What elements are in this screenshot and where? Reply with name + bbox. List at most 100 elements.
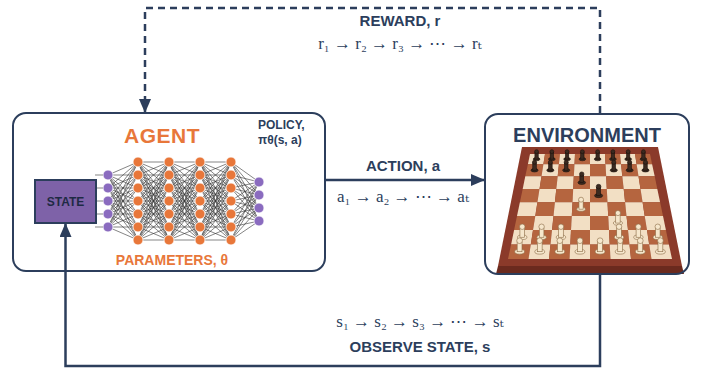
board-square bbox=[523, 176, 542, 189]
neuron bbox=[226, 209, 236, 219]
chess-piece bbox=[617, 238, 623, 244]
neuron bbox=[103, 222, 113, 232]
neuron bbox=[195, 170, 205, 180]
network-link bbox=[169, 162, 200, 227]
neuron bbox=[195, 196, 205, 206]
chess-piece bbox=[537, 238, 543, 244]
chess-piece bbox=[548, 160, 552, 164]
board-square bbox=[625, 202, 645, 216]
network-link bbox=[169, 175, 200, 240]
board-square bbox=[520, 189, 540, 202]
environment-box: ENVIRONMENT bbox=[484, 113, 690, 275]
board-square bbox=[573, 189, 591, 202]
board-square bbox=[574, 164, 590, 176]
flow-arrow bbox=[66, 224, 601, 366]
chess-piece bbox=[596, 184, 601, 189]
board-square bbox=[590, 202, 608, 216]
neuron bbox=[164, 157, 174, 167]
agent-title: AGENT bbox=[124, 124, 200, 148]
neuron bbox=[195, 222, 205, 232]
neuron bbox=[254, 177, 264, 187]
board-edge bbox=[496, 266, 684, 274]
board-square bbox=[514, 216, 535, 230]
board-square bbox=[556, 176, 574, 189]
chess-piece bbox=[517, 238, 523, 244]
board-square bbox=[517, 202, 537, 216]
network-links bbox=[108, 162, 259, 240]
chess-piece bbox=[577, 238, 583, 244]
chess-piece bbox=[535, 150, 539, 154]
network-link bbox=[169, 175, 200, 240]
board-square bbox=[607, 189, 625, 202]
state-box: STATE bbox=[34, 179, 97, 224]
chess-piece bbox=[520, 224, 525, 229]
sequence-label: s₁ → s₂ → s₃ → ⋯ → sₜ bbox=[333, 311, 506, 332]
network-link bbox=[138, 175, 169, 240]
neuron bbox=[133, 196, 143, 206]
chess-piece bbox=[643, 160, 647, 164]
network-link bbox=[108, 162, 138, 227]
edge-label: ACTION, a bbox=[363, 157, 443, 174]
network-link bbox=[200, 162, 231, 227]
chess-piece bbox=[658, 238, 664, 244]
neuron bbox=[164, 196, 174, 206]
board-square bbox=[624, 189, 643, 202]
board-square bbox=[590, 176, 607, 189]
network-link bbox=[200, 201, 231, 240]
board-square bbox=[571, 216, 590, 230]
neuron bbox=[164, 235, 174, 245]
neuron bbox=[133, 235, 143, 245]
network-link bbox=[138, 175, 169, 240]
neuron bbox=[164, 222, 174, 232]
input-link bbox=[95, 175, 103, 176]
chess-piece bbox=[637, 238, 643, 244]
neuron bbox=[103, 170, 113, 180]
environment-title: ENVIRONMENT bbox=[513, 124, 661, 147]
policy-label: POLICY, πθ(s, a) bbox=[258, 118, 320, 148]
board-square bbox=[606, 176, 624, 189]
neuron bbox=[133, 170, 143, 180]
chess-piece bbox=[564, 160, 568, 164]
neuron bbox=[133, 222, 143, 232]
neuron bbox=[195, 209, 205, 219]
board-square bbox=[608, 202, 627, 216]
neuron bbox=[164, 209, 174, 219]
board-square bbox=[533, 216, 554, 230]
chess-piece bbox=[596, 150, 600, 154]
chess-piece bbox=[557, 238, 563, 244]
chess-piece bbox=[565, 150, 569, 154]
board-square bbox=[590, 216, 609, 230]
network-link bbox=[200, 175, 231, 240]
network-link bbox=[200, 162, 231, 227]
chess-piece bbox=[626, 150, 630, 154]
chess-piece bbox=[615, 210, 620, 215]
board-square bbox=[627, 216, 648, 230]
board-square bbox=[645, 216, 666, 230]
flow-arrow bbox=[145, 8, 600, 113]
neuron bbox=[254, 190, 264, 200]
board-square bbox=[554, 202, 573, 216]
neuron bbox=[195, 235, 205, 245]
board-square bbox=[639, 176, 658, 189]
state-label: STATE bbox=[47, 195, 85, 209]
agent-box: AGENTPOLICY, πθ(s, a)PARAMETERS, θSTATE bbox=[12, 112, 326, 272]
board-square bbox=[570, 230, 590, 244]
chess-piece bbox=[612, 160, 616, 164]
chess-piece bbox=[558, 224, 563, 229]
neuron bbox=[103, 196, 113, 206]
chess-piece bbox=[550, 150, 554, 154]
board-square bbox=[537, 189, 556, 202]
network-link bbox=[108, 201, 138, 240]
board-square bbox=[643, 202, 663, 216]
chess-piece bbox=[655, 224, 660, 229]
board-square bbox=[590, 230, 610, 244]
chess-piece bbox=[580, 150, 584, 154]
chess-piece bbox=[580, 172, 584, 176]
neuron bbox=[103, 209, 113, 219]
edge-label: REWARD, r bbox=[357, 12, 444, 29]
board-square bbox=[641, 189, 661, 202]
network-link bbox=[200, 175, 231, 240]
network-link bbox=[138, 162, 169, 227]
chess-piece bbox=[636, 224, 641, 229]
neuron bbox=[226, 235, 236, 245]
